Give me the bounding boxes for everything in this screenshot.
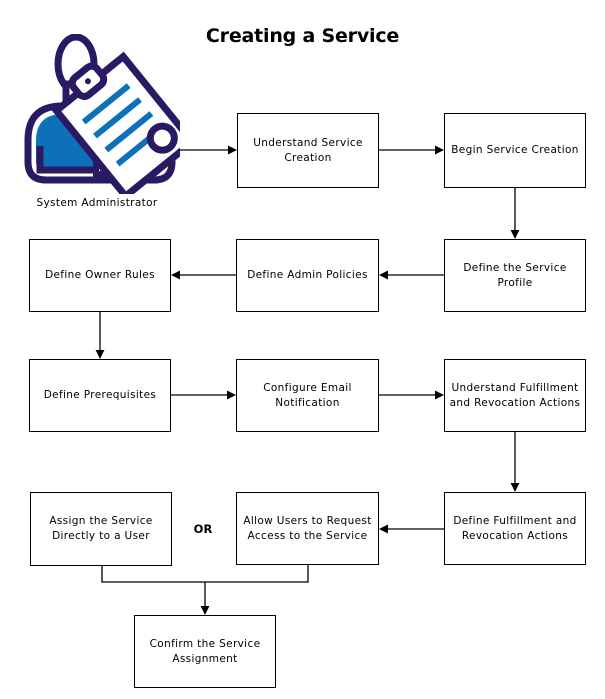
edge-assign-to-merge	[101, 566, 205, 583]
node-understand-service-creation[interactable]: Understand Service Creation	[237, 113, 379, 188]
node-define-admin-policies[interactable]: Define Admin Policies	[236, 239, 379, 312]
node-confirm-the-service-assignment[interactable]: Confirm the Service Assignment	[134, 615, 276, 688]
node-understand-fulfillment-and-revocation-actions[interactable]: Understand Fulfillment and Revocation Ac…	[444, 359, 586, 432]
actor-label-system-administrator: System Administrator	[36, 197, 158, 209]
node-begin-service-creation[interactable]: Begin Service Creation	[444, 113, 586, 188]
node-define-fulfillment-and-revocation-actions[interactable]: Define Fulfillment and Revocation Action…	[444, 492, 586, 565]
or-label: OR	[193, 522, 213, 536]
node-define-prerequisites[interactable]: Define Prerequisites	[29, 359, 171, 432]
node-define-the-service-profile[interactable]: Define the Service Profile	[444, 239, 586, 312]
page-title: Creating a Service	[205, 25, 400, 47]
node-define-owner-rules[interactable]: Define Owner Rules	[29, 239, 171, 312]
system-administrator-icon	[24, 34, 180, 194]
edge-allow-to-merge	[205, 565, 309, 583]
node-allow-users-to-request-access-to-the-service[interactable]: Allow Users to Request Access to the Ser…	[236, 492, 379, 565]
node-assign-the-service-directly-to-a-user[interactable]: Assign the Service Directly to a User	[30, 492, 172, 566]
node-configure-email-notification[interactable]: Configure Email Notification	[236, 359, 379, 432]
